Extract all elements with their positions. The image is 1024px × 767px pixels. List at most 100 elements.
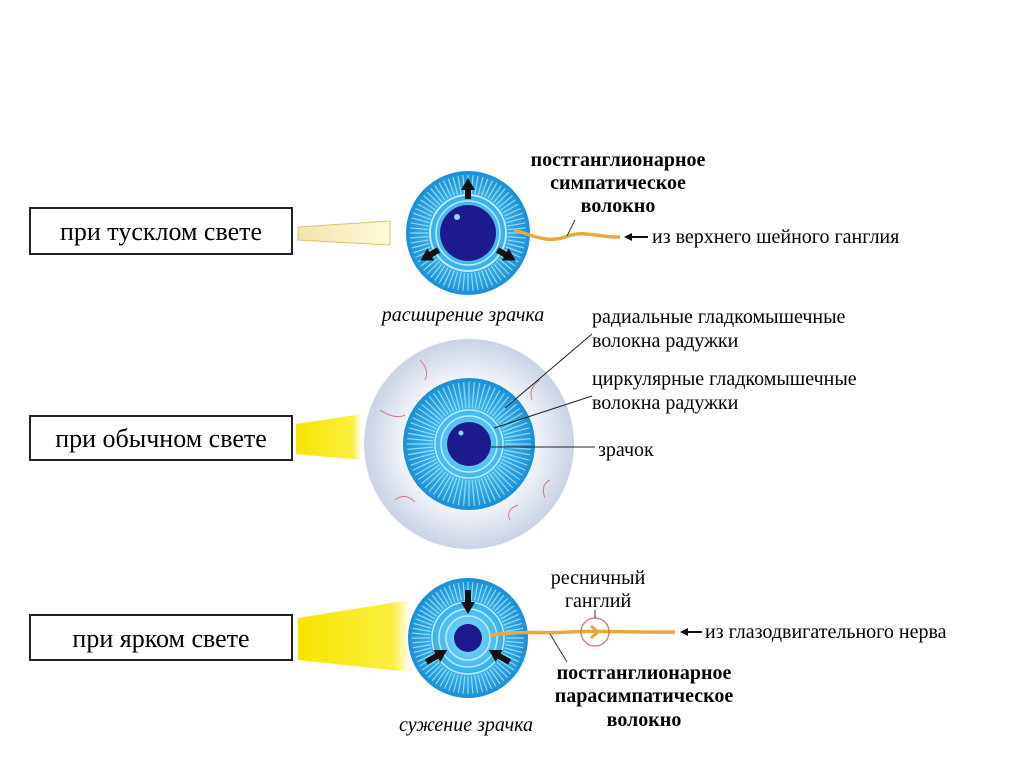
iris-ray <box>491 396 510 417</box>
iris-ray <box>477 383 486 410</box>
eye-normal <box>364 339 574 549</box>
iris-ray <box>415 618 433 626</box>
iris-ray <box>503 249 521 259</box>
iris-ray <box>424 601 440 615</box>
iris-ray <box>496 466 517 485</box>
radial-fibers-label-1: радиальные гладкомышечные <box>592 306 846 328</box>
iris-ray <box>503 207 521 217</box>
iris-ray <box>502 203 519 214</box>
iris-ray <box>413 622 432 629</box>
iris-ray <box>502 422 528 433</box>
iris-ray <box>438 267 449 284</box>
iris-ray <box>423 258 438 271</box>
iris-ray <box>417 407 440 424</box>
iris-ray <box>407 432 434 439</box>
iris-ray <box>426 191 441 206</box>
iris-ray <box>474 382 481 409</box>
iris-ray <box>495 191 510 206</box>
iris-ray <box>495 260 510 275</box>
sympathetic-fiber-label-2: симпатическое <box>550 172 686 194</box>
condition-bright: при ярком свете <box>29 614 293 661</box>
iris-ray <box>412 640 431 644</box>
parasympathetic-fiber-label-2: парасимпатическое <box>555 685 734 707</box>
iris-ray <box>500 609 517 620</box>
iris-ray <box>504 432 531 439</box>
iris-ray <box>435 668 447 685</box>
iris-ray <box>442 268 452 286</box>
iris-ray <box>408 452 435 461</box>
iris-ray <box>502 653 520 663</box>
iris-ray <box>506 242 525 249</box>
iris-ray <box>501 417 526 430</box>
iris-ray <box>505 640 524 644</box>
iris-ray <box>491 471 510 492</box>
light-beam-normal <box>296 414 362 460</box>
iris-ray <box>498 605 515 617</box>
iris-ray <box>484 180 494 198</box>
iris-ray <box>417 203 434 214</box>
iris-ray <box>480 673 488 691</box>
iris-ray <box>477 674 484 693</box>
iris-ray <box>457 175 462 194</box>
iris-ray <box>462 382 467 409</box>
iris-ray <box>424 399 444 419</box>
iris-ray <box>490 185 502 201</box>
iris-ray <box>410 239 429 244</box>
iris-ray <box>498 659 515 671</box>
iris-ray <box>421 466 442 485</box>
iris-ray <box>491 594 505 610</box>
iris-ray <box>493 188 506 203</box>
pupil-normal <box>447 422 491 466</box>
iris-ray <box>504 437 531 442</box>
iris-ray <box>430 263 443 278</box>
iris-ray <box>494 399 514 419</box>
iris-ray <box>412 627 431 632</box>
iris-ray <box>501 458 526 471</box>
iris-ray <box>408 427 435 436</box>
iris-ray <box>505 212 523 220</box>
arrow-left-icon <box>624 233 648 241</box>
iris-ray <box>477 478 486 505</box>
iris-ray <box>504 647 523 654</box>
iris-ray <box>507 222 526 227</box>
iris-ray <box>480 385 491 411</box>
sympathetic-fiber-label-3: волокно <box>581 195 656 217</box>
iris-ray <box>483 586 493 604</box>
iris-ray <box>480 477 491 503</box>
pupil-dilated <box>440 205 496 261</box>
iris-ray <box>489 473 506 496</box>
iris-ray <box>457 272 462 291</box>
iris-ray <box>442 387 455 412</box>
iris-ray <box>412 644 431 649</box>
iris-ray <box>415 412 439 427</box>
iris-ray <box>489 591 501 608</box>
iris-ray <box>499 412 523 427</box>
iris-ray <box>407 437 434 442</box>
iris-ray <box>423 195 438 208</box>
iris-ray <box>410 455 436 466</box>
iris-ray <box>416 613 434 623</box>
iris-ray <box>462 479 467 506</box>
radial-fibers-label-2: волокна радужки <box>592 330 739 352</box>
condition-bright-label: при ярком свете <box>72 624 249 653</box>
iris-ray <box>471 479 476 506</box>
eye-dilated <box>406 171 530 295</box>
iris-ray <box>486 474 501 498</box>
iris-ray <box>415 461 439 476</box>
iris-ray <box>447 385 458 411</box>
iris-ray <box>506 217 525 224</box>
iris-ray <box>452 176 459 195</box>
iris-ray <box>447 270 455 288</box>
iris-ray <box>480 585 488 603</box>
iris-ray <box>457 582 462 601</box>
iris-ray <box>452 478 461 505</box>
circular-fibers-label-2: волокна радужки <box>592 392 739 414</box>
iris-ray <box>427 664 442 679</box>
iris-ray <box>477 176 484 195</box>
iris-ray <box>432 473 449 496</box>
iris-ray <box>407 449 434 456</box>
iris-ray <box>471 382 476 409</box>
iris-ray <box>448 585 456 603</box>
iris-ray <box>410 422 436 433</box>
dilation-caption: расширение зрачка <box>380 304 545 326</box>
